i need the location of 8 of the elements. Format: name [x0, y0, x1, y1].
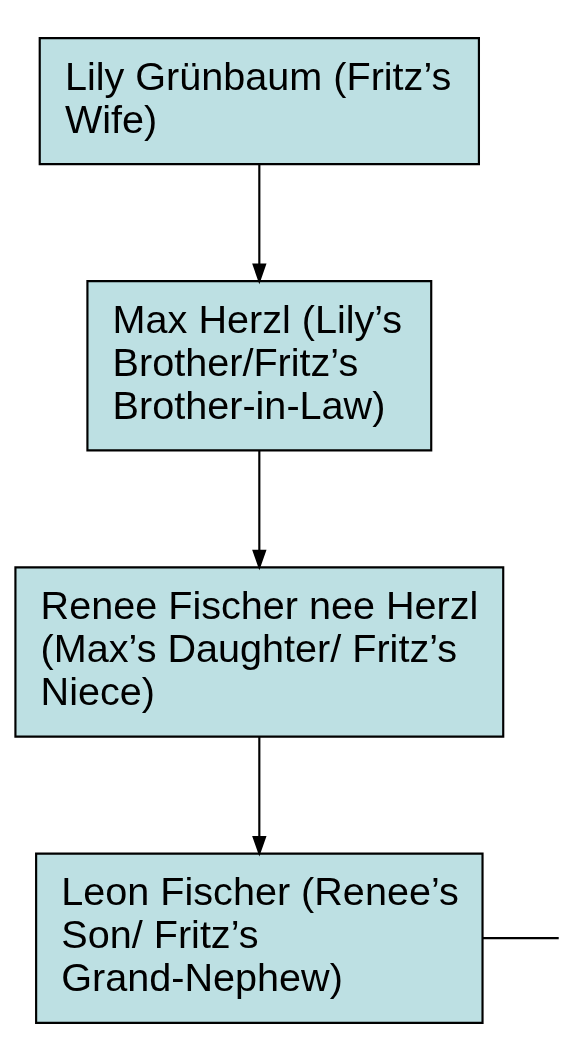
node-box: Leon Fischer (Renee’s Son/ Fritz’s Grand-Nephew): [35, 852, 484, 1024]
node-box: Lily Grünbaum (Fritz’s Wife): [38, 36, 480, 165]
node-box: Max Herzl (Lily’s Brother/Fritz’s Brother-in-Law): [86, 279, 433, 451]
arrow: [252, 450, 267, 570]
node-box: Renee Fischer nee Herzl (Max’s Daughter/ Fritz’s Niece): [14, 565, 505, 738]
connector: [483, 936, 559, 939]
arrow: [252, 736, 267, 856]
arrow: [252, 164, 267, 284]
